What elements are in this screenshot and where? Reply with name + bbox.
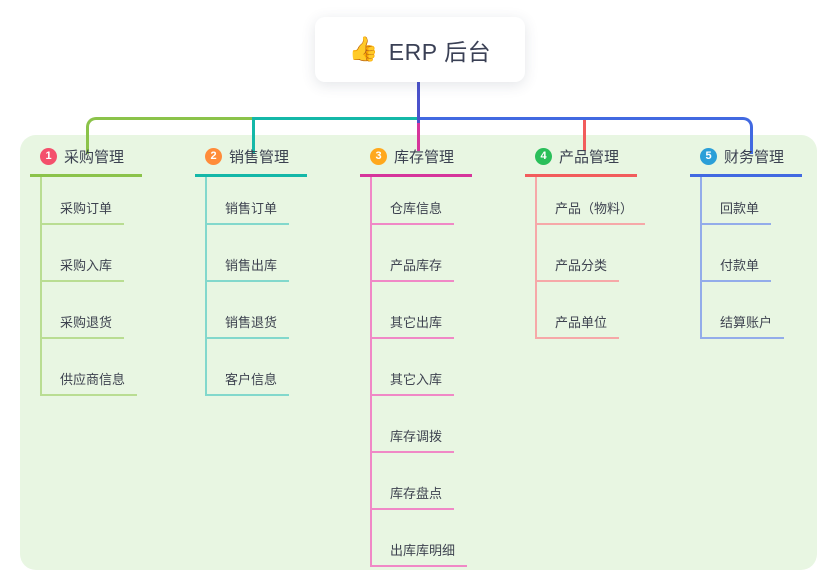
child-node[interactable]: 产品分类 (537, 225, 620, 282)
branch-3-drop-line (417, 122, 420, 151)
root-node[interactable]: 👍 ERP 后台 (315, 17, 525, 82)
branch-label: 销售管理 (229, 149, 290, 166)
branch-number-badge: 1 (40, 148, 57, 165)
child-node[interactable]: 产品（物料） (537, 177, 646, 225)
child-node[interactable]: 产品单位 (537, 282, 620, 339)
child-node-label: 仓库信息 (390, 201, 443, 216)
root-node-label: ERP 后台 (388, 38, 492, 65)
child-node[interactable]: 供应商信息 (42, 339, 138, 396)
child-node-label: 产品（物料） (555, 201, 634, 216)
child-node[interactable]: 采购退货 (42, 282, 125, 339)
child-node-label: 库存盘点 (390, 486, 443, 501)
branch-number-badge: 3 (370, 148, 387, 165)
branch-label: 库存管理 (394, 149, 455, 166)
branch-column: 3 库存管理 仓库信息产品库存其它出库其它入库库存调拨库存盘点出库库明细 (360, 146, 472, 567)
child-node-label: 付款单 (720, 258, 760, 273)
child-node-label: 客户信息 (225, 372, 278, 387)
branch-column: 2 销售管理 销售订单销售出库销售退货客户信息 (195, 146, 307, 396)
child-node-label: 采购订单 (60, 201, 113, 216)
child-node-label: 销售订单 (225, 201, 278, 216)
branch-node[interactable]: 5 财务管理 (690, 146, 802, 177)
child-node[interactable]: 其它入库 (372, 339, 455, 396)
branch-number-badge: 4 (535, 148, 552, 165)
child-node-label: 销售退货 (225, 315, 278, 330)
branch-node[interactable]: 4 产品管理 (525, 146, 637, 177)
branch-children: 仓库信息产品库存其它出库其它入库库存调拨库存盘点出库库明细 (370, 177, 472, 567)
branch-label: 产品管理 (559, 149, 620, 166)
branches-panel (20, 135, 817, 570)
branch-number-badge: 2 (205, 148, 222, 165)
child-node[interactable]: 销售出库 (207, 225, 290, 282)
child-node[interactable]: 客户信息 (207, 339, 290, 396)
thumbs-up-icon: 👍 (348, 35, 379, 63)
branch-column: 1 采购管理 采购订单采购入库采购退货供应商信息 (30, 146, 142, 396)
child-node[interactable]: 仓库信息 (372, 177, 455, 225)
child-node[interactable]: 销售订单 (207, 177, 290, 225)
child-node-label: 产品分类 (555, 258, 608, 273)
child-node-label: 回款单 (720, 201, 760, 216)
branch-4-drop-line (583, 120, 586, 151)
child-node-label: 产品库存 (390, 258, 443, 273)
branch-node[interactable]: 2 销售管理 (195, 146, 307, 177)
child-node[interactable]: 结算账户 (702, 282, 785, 339)
branch-children: 产品（物料） 产品分类产品单位 (535, 177, 646, 339)
child-node-label: 销售出库 (225, 258, 278, 273)
child-node-label: 出库库明细 (390, 543, 456, 558)
root-connector-line (417, 82, 420, 123)
child-node-label: 库存调拨 (390, 429, 443, 444)
branch-node[interactable]: 3 库存管理 (360, 146, 472, 177)
child-node-label: 结算账户 (720, 315, 773, 330)
child-node-label: 采购退货 (60, 315, 113, 330)
branch-children: 采购订单采购入库采购退货供应商信息 (40, 177, 142, 396)
bus-segment-3 (419, 117, 753, 154)
branch-children: 回款单付款单结算账户 (700, 177, 802, 339)
branch-column: 4 产品管理 产品（物料） 产品分类产品单位 (525, 146, 646, 339)
branch-number-badge: 5 (700, 148, 717, 165)
branch-column: 5 财务管理 回款单付款单结算账户 (690, 146, 802, 339)
branch-children: 销售订单销售出库销售退货客户信息 (205, 177, 307, 396)
child-node[interactable]: 回款单 (702, 177, 772, 225)
child-node-label: 其它入库 (390, 372, 443, 387)
branch-label: 财务管理 (724, 149, 785, 166)
child-node-label: 供应商信息 (60, 372, 126, 387)
branch-label: 采购管理 (64, 149, 125, 166)
child-node[interactable]: 采购订单 (42, 177, 125, 225)
child-node-label: 其它出库 (390, 315, 443, 330)
bus-segment-2 (252, 117, 422, 154)
child-node[interactable]: 付款单 (702, 225, 772, 282)
child-node[interactable]: 产品库存 (372, 225, 455, 282)
child-node[interactable]: 库存盘点 (372, 453, 455, 510)
child-node[interactable]: 库存调拨 (372, 396, 455, 453)
child-node-label: 产品单位 (555, 315, 608, 330)
child-node-label: 采购入库 (60, 258, 113, 273)
bus-segment-1 (86, 117, 255, 154)
child-node[interactable]: 其它出库 (372, 282, 455, 339)
child-node[interactable]: 采购入库 (42, 225, 125, 282)
branch-node[interactable]: 1 采购管理 (30, 146, 142, 177)
child-node[interactable]: 出库库明细 (372, 510, 468, 567)
child-node[interactable]: 销售退货 (207, 282, 290, 339)
